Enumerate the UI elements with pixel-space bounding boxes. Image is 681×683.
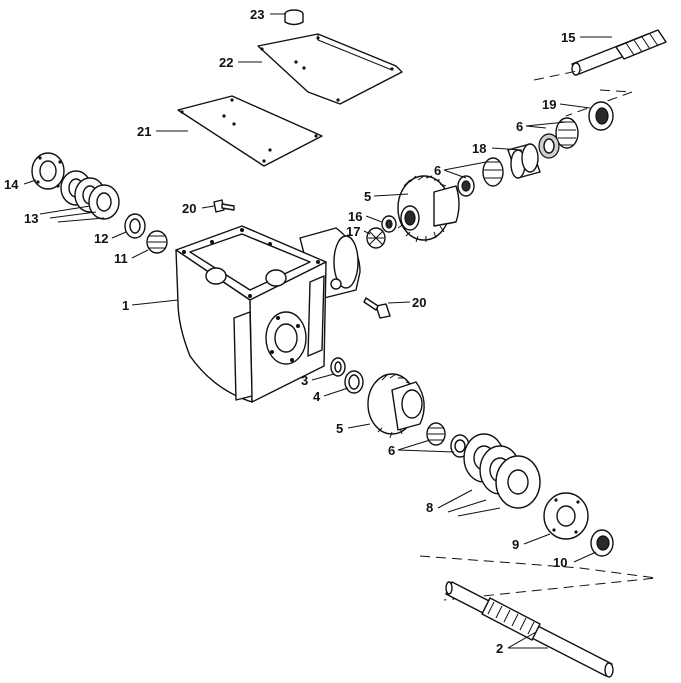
part-5-lower-bevel-gear: [367, 373, 425, 439]
part-10-seal: [590, 529, 614, 557]
part-4-washer: [344, 370, 364, 394]
part-6-upper-bearings: [538, 117, 579, 159]
callout-1: 1: [122, 298, 129, 313]
callout-23: 23: [250, 7, 264, 22]
part-22-cover-plate: [257, 33, 403, 105]
part-20-bolt-upper: [213, 199, 235, 213]
part-12-bearing-cup: [124, 213, 146, 239]
callout-10: 10: [553, 555, 567, 570]
callout-12: 12: [94, 231, 108, 246]
callout-6-lower: 6: [388, 443, 395, 458]
callout-5-upper: 5: [364, 189, 371, 204]
callout-labels: 23 22 21 15 19 6 18 6 5 16 17 14 13 12 1…: [4, 7, 575, 656]
callout-20-upper: 20: [182, 201, 196, 216]
callout-19: 19: [542, 97, 556, 112]
callout-11: 11: [114, 251, 128, 266]
callout-15: 15: [561, 30, 575, 45]
callout-6-middle: 6: [434, 163, 441, 178]
callout-22: 22: [219, 55, 233, 70]
part-11-bearing-cone: [146, 230, 168, 254]
part-5-upper-bevel-gear: [397, 175, 460, 243]
part-16-washer: [381, 215, 397, 233]
callout-5-lower: 5: [336, 421, 343, 436]
part-19-seal: [588, 101, 614, 131]
leader-lines: [23, 13, 612, 649]
callout-20-right: 20: [412, 295, 426, 310]
part-3-snap-ring: [330, 357, 346, 377]
callout-18: 18: [472, 141, 486, 156]
callout-13: 13: [24, 211, 38, 226]
part-13-shims: [60, 170, 120, 220]
part-2-output-shaft: [445, 581, 614, 678]
part-8-shim-pack: [463, 433, 541, 509]
callout-9: 9: [512, 537, 519, 552]
callout-21: 21: [137, 124, 151, 139]
part-15-input-shaft: [571, 29, 667, 76]
callout-16: 16: [348, 209, 362, 224]
callout-17: 17: [346, 224, 360, 239]
callout-8: 8: [426, 500, 433, 515]
part-14-bearing-cover: [31, 152, 65, 190]
part-23-plug: [284, 9, 304, 26]
part-6-middle-bearings: [457, 157, 504, 197]
part-18-spacer: [507, 143, 541, 179]
callout-6-upper: 6: [516, 119, 523, 134]
callout-4: 4: [313, 389, 321, 404]
part-20-bolt-right: [363, 297, 391, 319]
callout-14: 14: [4, 177, 19, 192]
callout-2: 2: [496, 641, 503, 656]
part-1-gearbox-housing: [175, 225, 361, 403]
part-21-gasket: [177, 95, 323, 167]
part-17-pinion: [366, 227, 386, 249]
callout-3: 3: [301, 373, 308, 388]
part-9-flange: [543, 492, 589, 540]
